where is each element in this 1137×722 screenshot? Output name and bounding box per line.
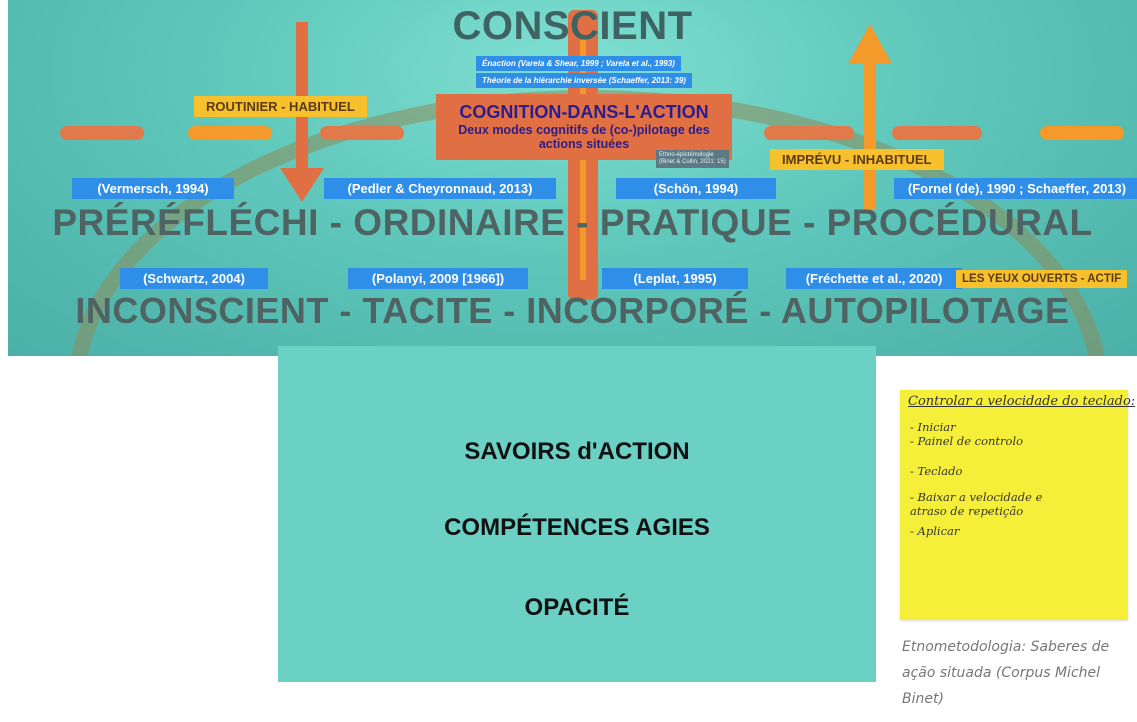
ref-schwartz: (Schwartz, 2004) bbox=[120, 268, 268, 289]
note-item: - Iniciar bbox=[910, 420, 956, 434]
dash-decoration bbox=[188, 126, 272, 140]
up-arrow-icon bbox=[848, 24, 892, 64]
ref-vermersch: (Vermersch, 1994) bbox=[72, 178, 234, 199]
ref-pedler: (Pedler & Cheyronnaud, 2013) bbox=[324, 178, 556, 199]
sticky-note-image: Controlar a velocidade do teclado: - Ini… bbox=[900, 390, 1135, 620]
center-cognition-box: COGNITION-DANS-L'ACTION Deux modes cogni… bbox=[436, 94, 732, 160]
line-prereflechi: PRÉRÉFLÉCHI - ORDINAIRE - PRATIQUE - PRO… bbox=[52, 202, 1093, 243]
central-vertical-bar-inner bbox=[580, 40, 586, 280]
card-competences: COMPÉTENCES AGIES bbox=[444, 514, 710, 541]
note-item: - Painel de controlo bbox=[910, 434, 1024, 448]
card-opacite: OPACITÉ bbox=[524, 594, 630, 621]
mini-reference: Ethno-épistémologie (Binet & Collin, 202… bbox=[656, 150, 729, 168]
mini-label-2: (Binet & Collin, 2021: 15) bbox=[659, 159, 726, 165]
note-heading: Controlar a velocidade do teclado: bbox=[908, 394, 1136, 409]
line-inconscient: INCONSCIENT - TACITE - INCORPORÉ - AUTOP… bbox=[75, 290, 1070, 331]
tag-routinier: ROUTINIER - HABITUEL bbox=[194, 96, 367, 117]
title-conscient: CONSCIENT bbox=[452, 4, 693, 48]
ref-leplat: (Leplat, 1995) bbox=[602, 268, 748, 289]
center-subtitle: Deux modes cognitifs de (co-)pilotage de… bbox=[458, 123, 710, 151]
ref-fornel: (Fornel (de), 1990 ; Schaeffer, 2013) bbox=[894, 178, 1137, 199]
ref-polanyi: (Polanyi, 2009 [1966]) bbox=[348, 268, 528, 289]
down-arrow-icon bbox=[280, 168, 324, 202]
savoirs-card: SAVOIRS d'ACTION COMPÉTENCES AGIES OPACI… bbox=[278, 346, 876, 682]
image-caption: Etnometodologia: Saberes de ação situada… bbox=[902, 639, 1110, 707]
dash-decoration bbox=[60, 126, 144, 140]
ref-schon: (Schön, 1994) bbox=[616, 178, 776, 199]
dash-decoration bbox=[1040, 126, 1124, 140]
note-item: - Teclado bbox=[910, 464, 963, 478]
note-item: - Baixar a velocidade e bbox=[910, 490, 1043, 504]
note-item: atraso de repetição bbox=[910, 504, 1024, 518]
ref-frechette: (Fréchette et al., 2020) bbox=[786, 268, 962, 289]
mini-label-1: Ethno-épistémologie bbox=[659, 152, 714, 158]
concept-diagram-banner: CONSCIENT Énaction (Varela & Shear, 1999… bbox=[8, 0, 1137, 356]
dash-decoration bbox=[320, 126, 404, 140]
dash-decoration bbox=[764, 126, 854, 140]
tag-yeux-ouverts: LES YEUX OUVERTS - ACTIF bbox=[956, 270, 1128, 288]
up-arrow-shaft bbox=[864, 60, 876, 210]
ref-enaction: Énaction (Varela & Shear, 1999 ; Varela … bbox=[476, 56, 681, 71]
dash-decoration bbox=[892, 126, 982, 140]
card-savoirs: SAVOIRS d'ACTION bbox=[464, 438, 690, 465]
note-item: - Aplicar bbox=[910, 524, 960, 538]
center-title: COGNITION-DANS-L'ACTION bbox=[459, 102, 709, 122]
tag-imprevu: IMPRÉVU - INHABITUEL bbox=[770, 149, 944, 170]
ref-hierarchie: Théorie de la hiérarchie inversée (Schae… bbox=[476, 73, 692, 88]
